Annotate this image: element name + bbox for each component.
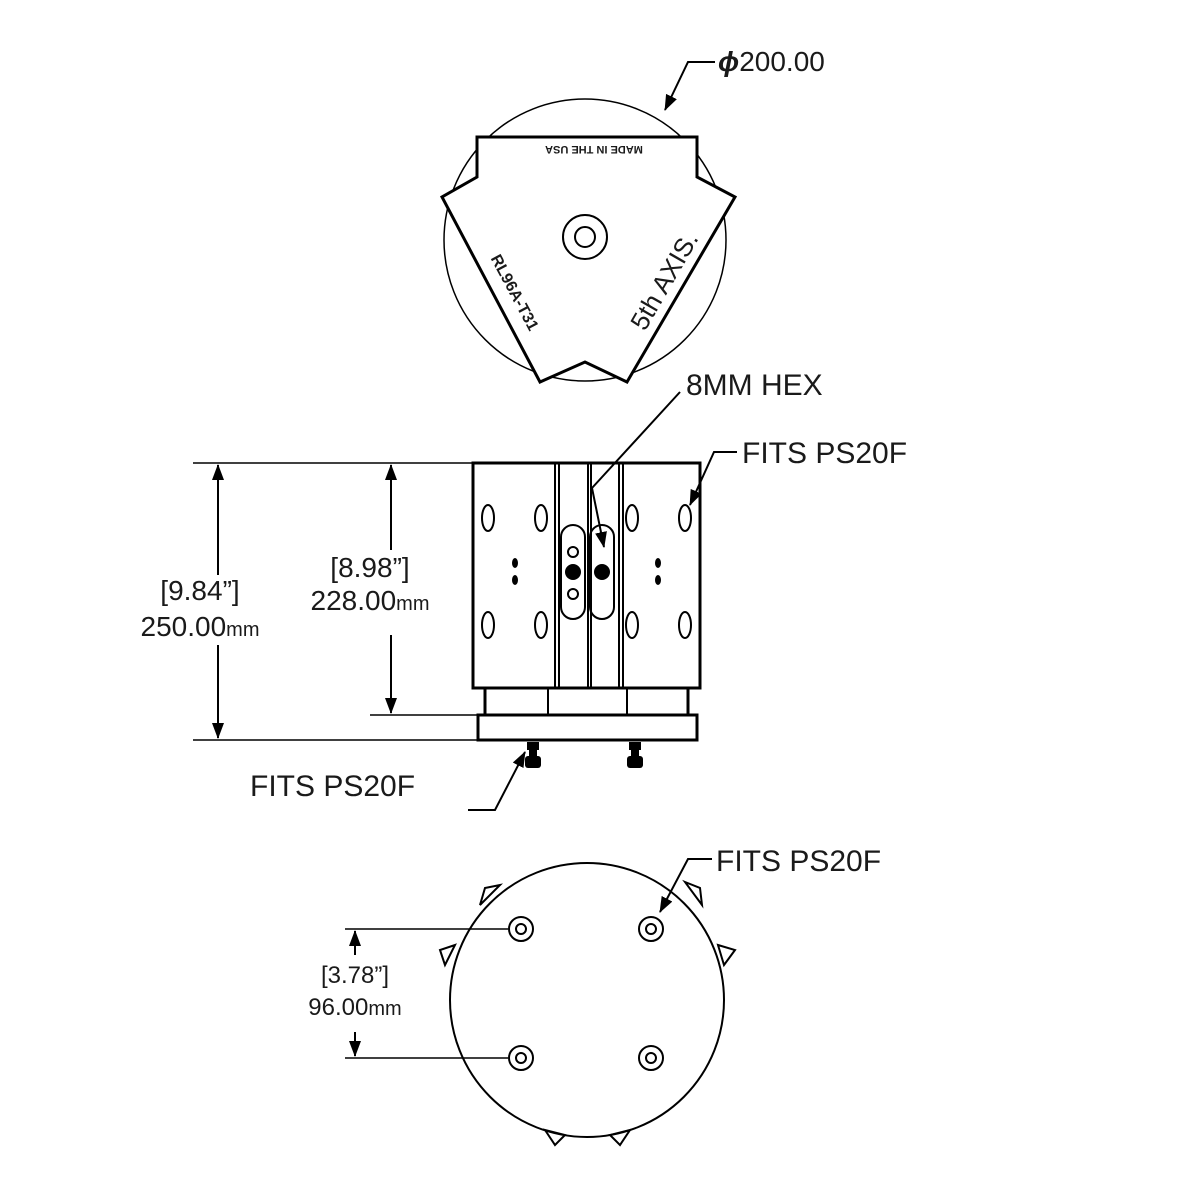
center-bore-inner <box>574 226 596 248</box>
fits-bottom-leader <box>468 751 526 811</box>
bottom-outline <box>449 862 725 1138</box>
hex-slot-right <box>589 524 615 620</box>
center-bore-outer <box>562 214 608 260</box>
pin-dots <box>512 558 661 585</box>
diameter-leader <box>664 61 715 111</box>
pull-stud-right <box>627 742 643 768</box>
fits-ps20f-top-label: FITS PS20F <box>742 437 907 470</box>
base-ring <box>483 686 690 717</box>
hex-leader <box>590 391 681 548</box>
spacing-inches: [3.78”] <box>321 962 389 989</box>
body-height-inches: [8.98”] <box>330 552 409 583</box>
hex-label: 8MM HEX <box>686 369 823 402</box>
locator-tabs <box>438 879 737 1147</box>
side-view: [9.84”] 250.00mm [8.98”] 228.00mm 8MM HE… <box>141 369 907 811</box>
outer-diameter-circle <box>443 98 727 382</box>
overall-height-inches: [9.84”] <box>160 575 239 606</box>
bottom-view: [3.78”] 96.00mm FITS PS20F <box>308 845 881 1147</box>
diameter-dimension: ϕ200.00 <box>718 46 825 77</box>
spacing-mm: 96.00mm <box>308 994 401 1021</box>
overall-height-mm: 250.00mm <box>141 611 260 642</box>
hex-socket-icon <box>594 564 610 580</box>
hex-socket-icon <box>565 564 581 580</box>
fits-ps20f-bottom-view-label: FITS PS20F <box>716 845 881 878</box>
fits-bottom-view-leader <box>659 858 712 913</box>
pull-stud-left <box>525 742 541 768</box>
top-view: MADE IN THE USA RL96A-T31 5th AXIS. ϕ200… <box>439 46 825 384</box>
mounting-holes <box>481 504 692 639</box>
fits-top-leader <box>689 451 737 506</box>
main-body <box>471 461 702 690</box>
hex-slot-left <box>560 524 586 620</box>
fits-ps20f-bottom-label: FITS PS20F <box>250 770 415 803</box>
receiver-holes <box>508 916 664 1071</box>
body-height-mm: 228.00mm <box>311 585 430 616</box>
made-in-usa-engraving: MADE IN THE USA <box>545 143 643 155</box>
base-plate <box>476 713 699 742</box>
